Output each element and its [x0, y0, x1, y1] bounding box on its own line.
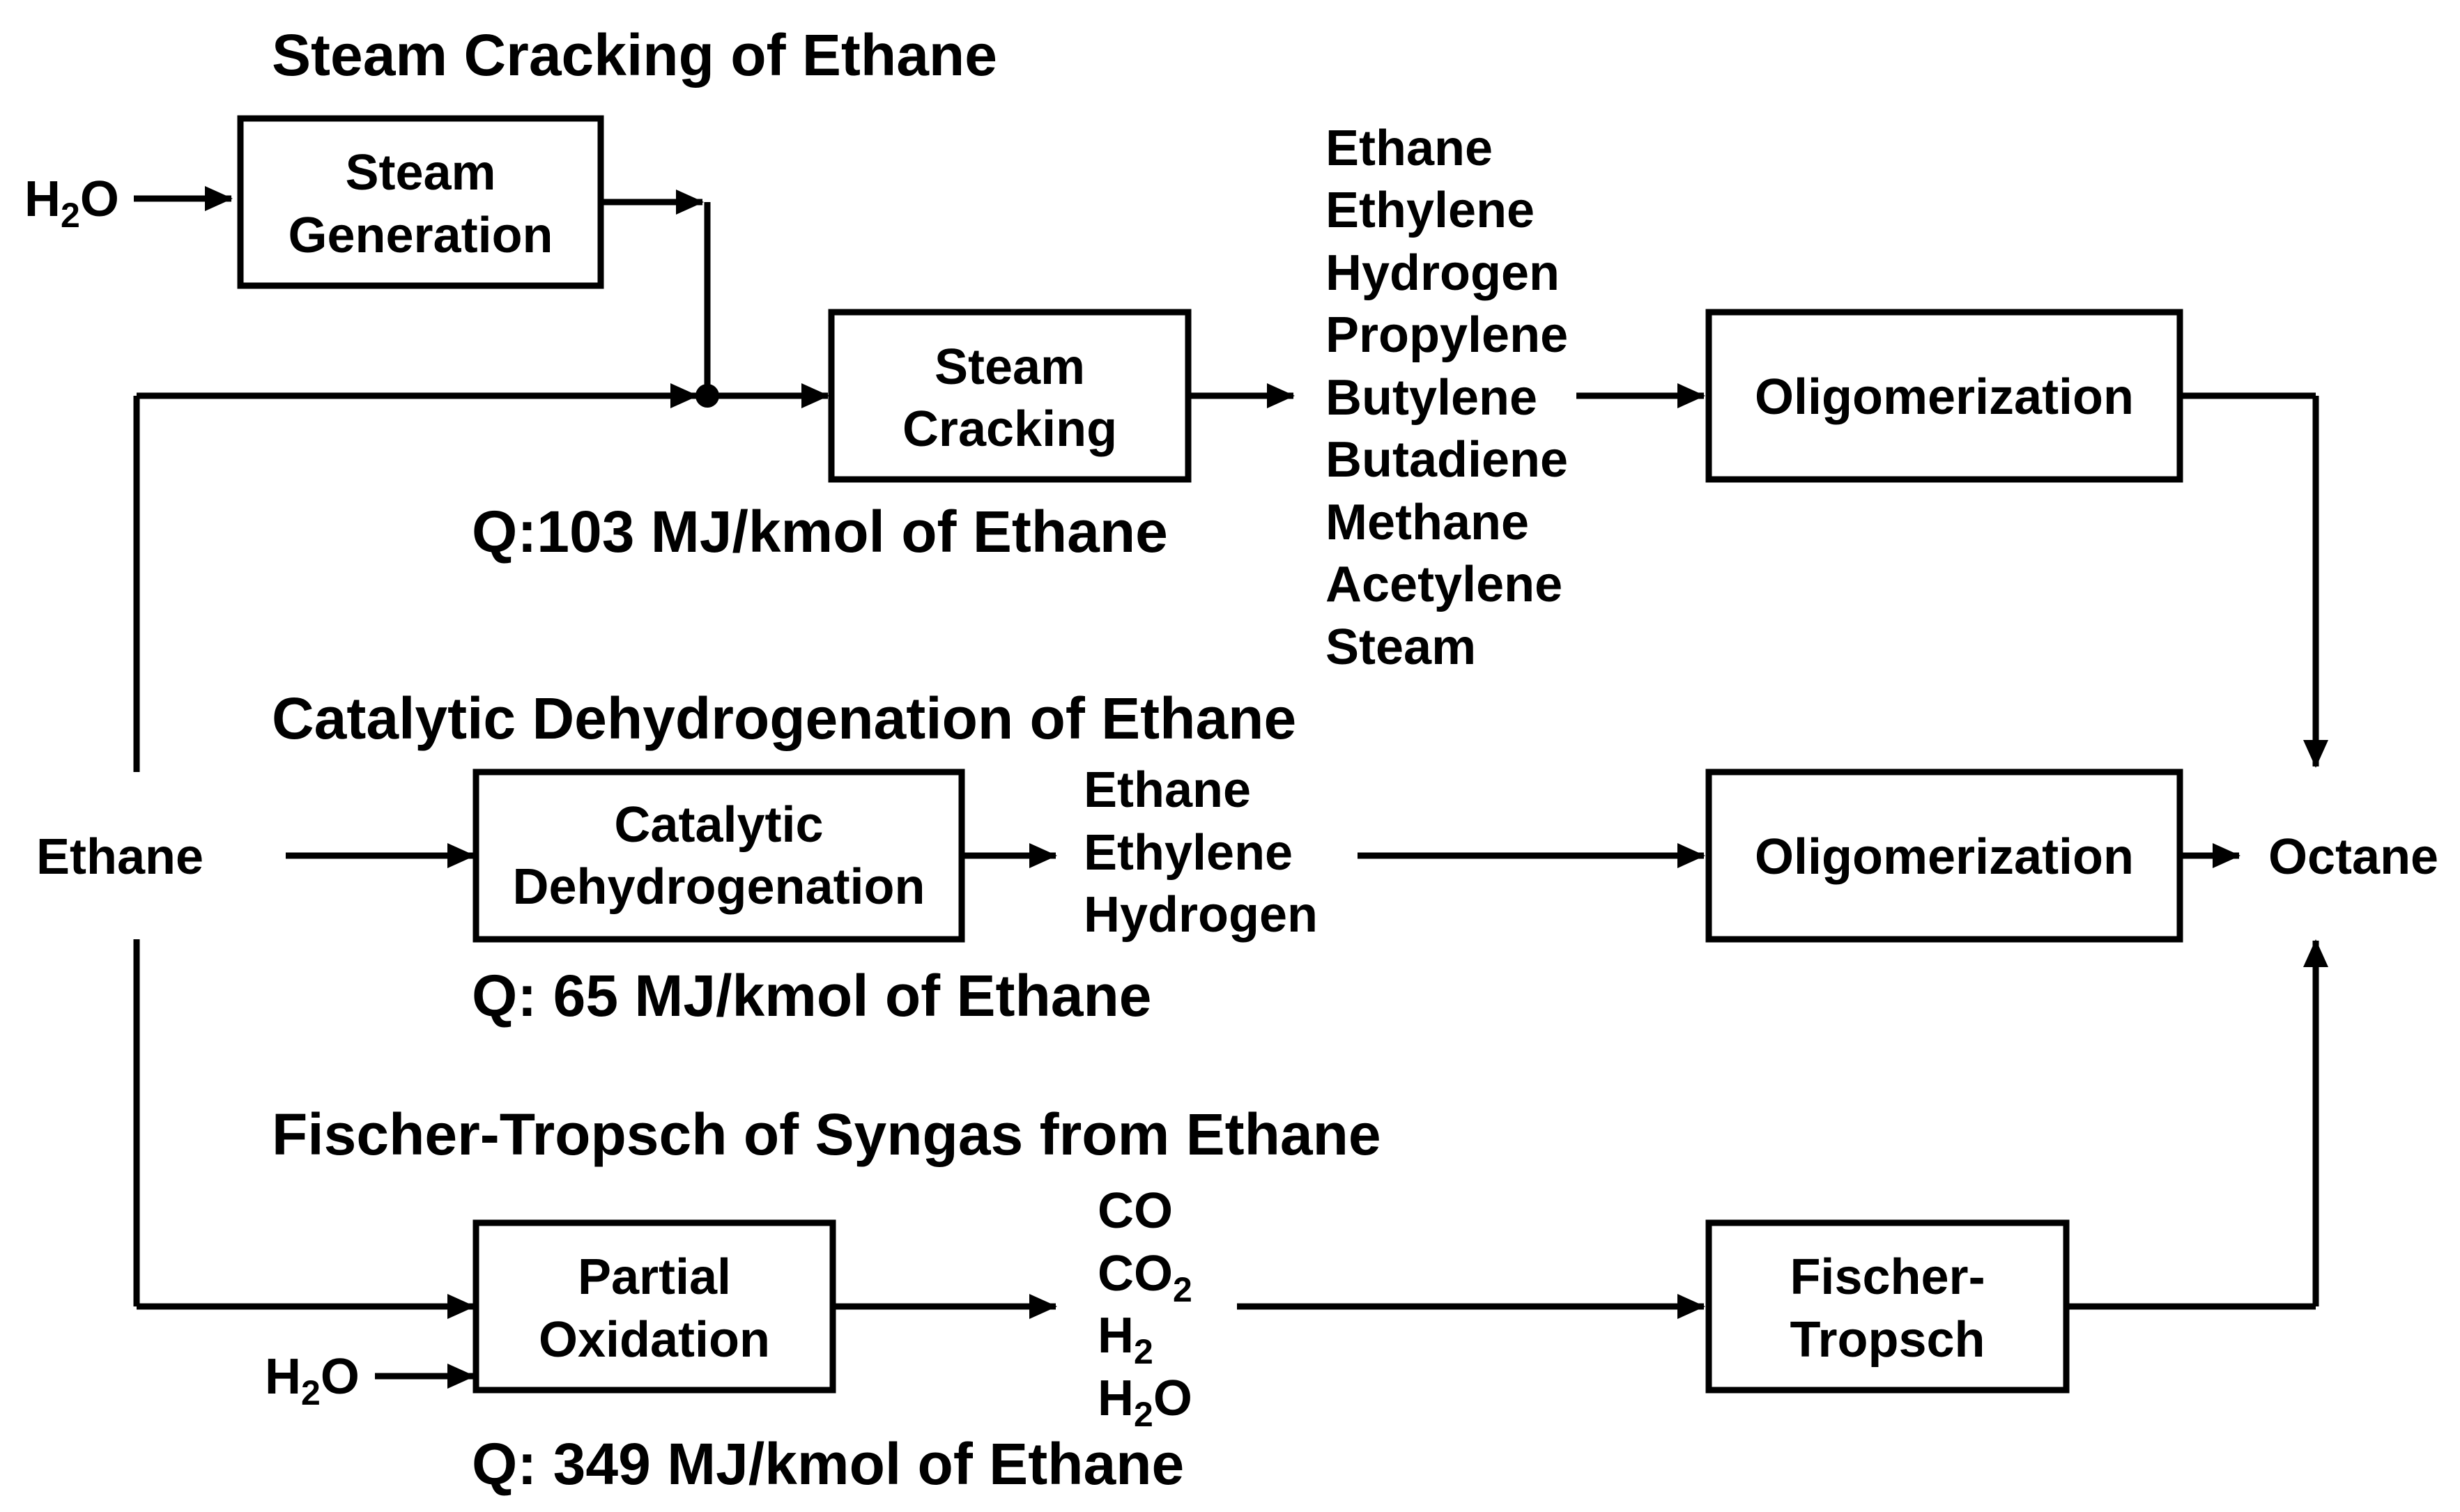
- syngas-products-list: CO CO2 H2 H2O: [1098, 1183, 1192, 1434]
- mixing-junction: [695, 384, 719, 408]
- steam-cracking-products-list: Ethane Ethylene Hydrogen Propylene Butyl…: [1325, 121, 1568, 675]
- octane-product-label: Octane: [2268, 829, 2438, 885]
- product-item: Ethylene: [1325, 183, 1535, 238]
- steam-cracking-heat-duty: Q:103 MJ/kmol of Ethane: [472, 499, 1168, 564]
- product-item: Ethane: [1084, 762, 1251, 818]
- syngas-component: H2: [1098, 1308, 1153, 1371]
- product-item: Ethylene: [1084, 825, 1293, 881]
- oligomerization-middle-box: Oligomerization: [1705, 769, 2183, 943]
- catalytic-dehydrogenation-title: Catalytic Dehydrogenation of Ethane: [272, 686, 1296, 751]
- partial-oxidation-label-line2: Oxidation: [539, 1312, 770, 1368]
- product-item: Propylene: [1325, 307, 1568, 363]
- fischer-tropsch-title: Fischer-Tropsch of Syngas from Ethane: [272, 1102, 1381, 1167]
- steam-cracking-title: Steam Cracking of Ethane: [272, 22, 997, 88]
- steam-generation-label-line1: Steam: [345, 145, 495, 201]
- steam-cracking-box: Steam Cracking: [828, 309, 1192, 483]
- syngas-component: CO: [1098, 1183, 1173, 1239]
- product-item: Butylene: [1325, 370, 1537, 426]
- water-feed-bottom-label: H2O: [265, 1349, 360, 1412]
- product-item: Acetylene: [1325, 557, 1562, 612]
- oligomerization-top-label: Oligomerization: [1755, 369, 2134, 425]
- catalytic-heat-duty: Q: 65 MJ/kmol of Ethane: [472, 963, 1152, 1028]
- partial-oxidation-box: Partial Oxidation: [472, 1219, 836, 1394]
- syngas-component: H2O: [1098, 1371, 1192, 1434]
- partial-oxidation-label-line1: Partial: [578, 1249, 731, 1305]
- product-item: Methane: [1325, 495, 1529, 550]
- catalytic-dehydrogenation-label-line1: Catalytic: [614, 797, 823, 853]
- fischer-tropsch-label-line2: Tropsch: [1790, 1312, 1985, 1368]
- steam-generation-label-line2: Generation: [288, 208, 553, 263]
- syngas-component: CO2: [1098, 1246, 1192, 1309]
- product-item: Steam: [1325, 619, 1476, 675]
- catalytic-products-list: Ethane Ethylene Hydrogen: [1084, 762, 1318, 943]
- water-feed-top-label: H2O: [24, 171, 119, 235]
- oligomerization-middle-label: Oligomerization: [1755, 829, 2134, 885]
- product-item: Ethane: [1325, 121, 1493, 176]
- catalytic-dehydrogenation-box: Catalytic Dehydrogenation: [472, 769, 965, 943]
- fischer-tropsch-label-line1: Fischer-: [1790, 1249, 1985, 1305]
- product-item: Butadiene: [1325, 432, 1568, 488]
- oligomerization-top-box: Oligomerization: [1705, 309, 2183, 483]
- steam-cracking-label-line2: Cracking: [902, 401, 1117, 457]
- catalytic-dehydrogenation-label-line2: Dehydrogenation: [512, 859, 925, 915]
- product-item: Hydrogen: [1084, 887, 1318, 943]
- product-item: Hydrogen: [1325, 245, 1560, 301]
- partial-oxidation-heat-duty: Q: 349 MJ/kmol of Ethane: [472, 1431, 1184, 1497]
- steam-generation-box: Steam Generation: [237, 115, 604, 289]
- flow-connectors: [133, 186, 2328, 1389]
- steam-cracking-label-line1: Steam: [935, 339, 1085, 395]
- ethane-feed-label: Ethane: [36, 829, 203, 885]
- fischer-tropsch-box: Fischer- Tropsch: [1705, 1219, 2070, 1394]
